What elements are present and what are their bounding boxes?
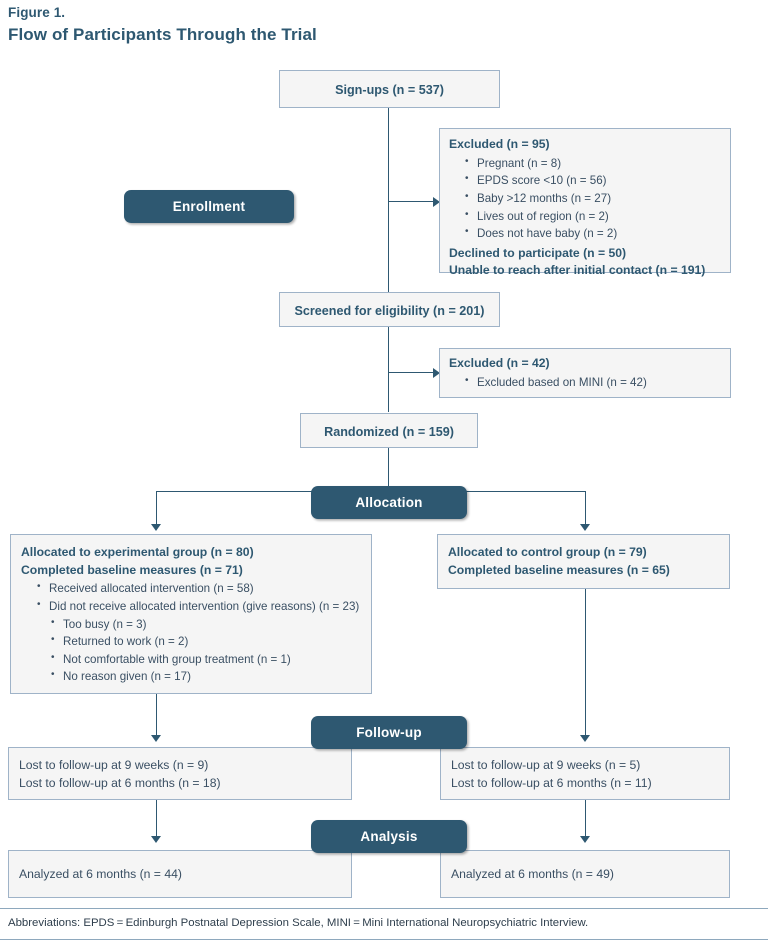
connector-to-excluded-1 <box>388 201 436 203</box>
list-item: Excluded based on MINI (n = 42) <box>465 373 721 392</box>
stage-banner-enrollment-label: Enrollment <box>172 199 246 214</box>
stage-banner-followup: Follow-up <box>311 716 467 749</box>
stage-banner-enrollment: Enrollment <box>124 190 294 223</box>
connector-followup-to-analysis-left <box>156 800 158 838</box>
list-item: Does not have baby (n = 2) <box>465 224 721 243</box>
followup-exp-line-1: Lost to follow-up at 9 weeks (n = 9) <box>19 758 209 772</box>
stage-banner-allocation: Allocation <box>311 486 467 519</box>
node-analysis-experimental[interactable]: Analyzed at 6 months (n = 44) <box>8 850 352 898</box>
connector-control-to-followup <box>585 589 587 737</box>
node-randomized[interactable]: Randomized (n = 159) <box>300 413 478 448</box>
list-item: Not comfortable with group treatment (n … <box>51 650 361 669</box>
connector-experimental-to-followup <box>156 694 158 737</box>
stage-banner-followup-label: Follow-up <box>356 725 422 740</box>
arrowhead-analysis-left <box>151 836 161 843</box>
excluded-2-heading: Excluded (n = 42) <box>449 356 550 370</box>
alloc-exp-subbullets: Too busy (n = 3) Returned to work (n = 2… <box>37 615 361 686</box>
node-signups-label: Sign-ups (n = 537) <box>335 83 444 97</box>
analysis-exp-label: Analyzed at 6 months (n = 44) <box>19 867 182 881</box>
alloc-exp-bullets: Received allocated intervention (n = 58)… <box>21 579 361 616</box>
list-item: Baby >12 months (n = 27) <box>465 189 721 208</box>
stage-banner-analysis: Analysis <box>311 820 467 853</box>
figure-label: Figure 1. <box>8 5 66 20</box>
connector-followup-to-analysis-right <box>585 800 587 838</box>
followup-exp-line-2: Lost to follow-up at 6 months (n = 18) <box>19 775 221 790</box>
connector-screened-to-randomized <box>388 327 390 412</box>
node-followup-experimental[interactable]: Lost to follow-up at 9 weeks (n = 9) Los… <box>8 747 352 800</box>
excluded-1-bullets: Pregnant (n = 8) EPDS score <10 (n = 56)… <box>449 154 721 243</box>
node-analysis-control[interactable]: Analyzed at 6 months (n = 49) <box>440 850 730 898</box>
excluded-2-bullets: Excluded based on MINI (n = 42) <box>449 373 721 392</box>
node-followup-control[interactable]: Lost to follow-up at 9 weeks (n = 5) Los… <box>440 747 730 800</box>
connector-split-left <box>156 491 158 526</box>
page-title: Flow of Participants Through the Trial <box>8 25 317 44</box>
arrowhead-control-followup <box>580 735 590 742</box>
excluded-1-footer-1: Declined to participate (n = 50) <box>449 245 627 260</box>
followup-ctrl-line-2: Lost to follow-up at 6 months (n = 11) <box>451 775 652 790</box>
node-screened[interactable]: Screened for eligibility (n = 201) <box>279 292 500 327</box>
footnote-abbreviations: Abbreviations: EPDS = Edinburgh Postnata… <box>8 917 589 929</box>
connector-to-excluded-2 <box>388 372 436 374</box>
node-allocated-experimental[interactable]: Allocated to experimental group (n = 80)… <box>10 534 372 694</box>
list-item: Received allocated intervention (n = 58) <box>37 579 361 598</box>
stage-banner-analysis-label: Analysis <box>360 829 418 844</box>
node-excluded-1[interactable]: Excluded (n = 95) Pregnant (n = 8) EPDS … <box>439 128 731 277</box>
footnote-rule-bottom <box>0 939 768 940</box>
connector-split-right <box>585 491 587 526</box>
alloc-ctrl-line-1: Allocated to control group (n = 79) <box>448 545 647 559</box>
node-excluded-2[interactable]: Excluded (n = 42) Excluded based on MINI… <box>439 348 731 398</box>
arrowhead-experimental-followup <box>151 735 161 742</box>
node-signups[interactable]: Sign-ups (n = 537) <box>279 70 500 108</box>
list-item: Did not receive allocated intervention (… <box>37 597 361 616</box>
arrowhead-excluded-1 <box>433 197 440 207</box>
excluded-1-heading: Excluded (n = 95) <box>449 137 550 151</box>
list-item: No reason given (n = 17) <box>51 667 361 686</box>
alloc-exp-line-2: Completed baseline measures (n = 71) <box>21 562 243 577</box>
analysis-ctrl-label: Analyzed at 6 months (n = 49) <box>451 867 614 881</box>
connector-randomized-down <box>388 448 390 492</box>
list-item: Lives out of region (n = 2) <box>465 207 721 226</box>
node-screened-label: Screened for eligibility (n = 201) <box>294 304 485 318</box>
arrowhead-experimental-alloc <box>151 524 161 531</box>
node-randomized-label: Randomized (n = 159) <box>324 425 454 439</box>
list-item: Returned to work (n = 2) <box>51 632 361 651</box>
footnote-rule-top <box>0 908 768 909</box>
arrowhead-excluded-2 <box>433 368 440 378</box>
arrowhead-control-alloc <box>580 524 590 531</box>
alloc-ctrl-line-2: Completed baseline measures (n = 65) <box>448 562 670 577</box>
list-item: Pregnant (n = 8) <box>465 154 721 173</box>
node-allocated-control[interactable]: Allocated to control group (n = 79) Comp… <box>437 534 730 589</box>
stage-banner-allocation-label: Allocation <box>355 495 423 510</box>
list-item: Too busy (n = 3) <box>51 615 361 634</box>
excluded-1-footer-2: Unable to reach after initial contact (n… <box>449 263 706 278</box>
list-item: EPDS score <10 (n = 56) <box>465 171 721 190</box>
alloc-exp-line-1: Allocated to experimental group (n = 80) <box>21 545 254 559</box>
arrowhead-analysis-right <box>580 836 590 843</box>
connector-signups-to-screened <box>388 107 390 292</box>
followup-ctrl-line-1: Lost to follow-up at 9 weeks (n = 5) <box>451 758 641 772</box>
